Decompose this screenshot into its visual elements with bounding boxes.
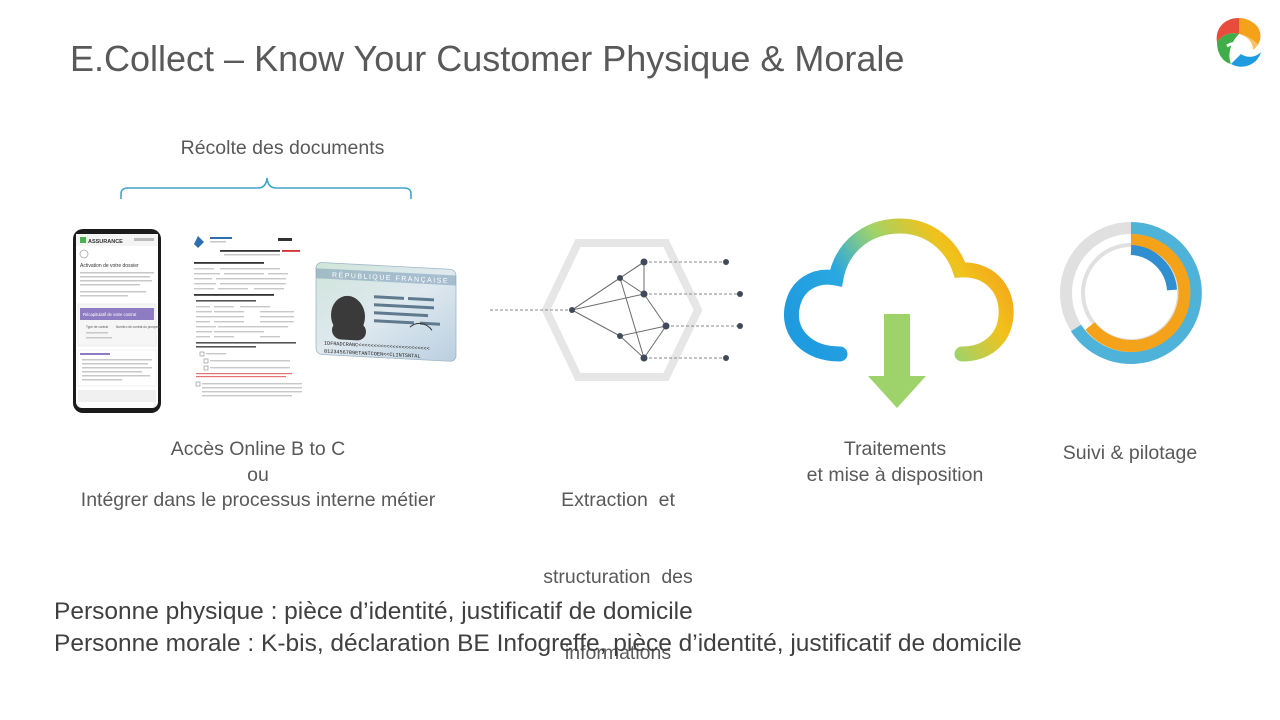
id-card-mrz-2: 0123456789ETANTCOEN<<CLINTSNTAL bbox=[324, 349, 420, 360]
logo-icon bbox=[1216, 18, 1261, 67]
phone-icon: ASSURANCE Activation de votre dossier Ré… bbox=[72, 228, 162, 414]
phone-banner: Récapitulatif de votre contrat bbox=[83, 312, 137, 317]
bottom-line-physique: Personne physique : pièce d’identité, ju… bbox=[54, 598, 693, 625]
bottom-line-morale: Personne morale : K-bis, déclaration BE … bbox=[54, 630, 1022, 657]
step-caption-suivi: Suivi & pilotage bbox=[1062, 442, 1198, 464]
step-caption-traitements: Traitements et mise à disposition bbox=[806, 438, 984, 486]
donut-chart-icon bbox=[1060, 222, 1202, 364]
step-caption-extraction: Extraction et structuration des informat… bbox=[543, 489, 693, 664]
phone-row-label-2: Numéro de contrat du prospect bbox=[116, 325, 160, 329]
phone-heading: Activation de votre dossier bbox=[80, 263, 139, 269]
network-hexagon-icon bbox=[490, 239, 743, 381]
step-caption-access: Accès Online B to C ou Intégrer dans le … bbox=[80, 438, 436, 511]
id-card-mrz-1: IDFRADCRANC<<<<<<<<<<<<<<<<<<<<<<< bbox=[324, 341, 430, 353]
brace-bracket bbox=[120, 177, 412, 199]
form-document-icon bbox=[190, 232, 310, 404]
phone-brand: ASSURANCE bbox=[88, 239, 123, 245]
brace-label: Récolte des documents bbox=[180, 137, 385, 159]
cloud-download-icon bbox=[783, 218, 1014, 408]
id-card-icon: RÉPUBLIQUE FRANÇAISE IDFRADCRANC<<<<<<<<… bbox=[315, 262, 457, 362]
phone-row-label-1: Type de contrat bbox=[86, 325, 108, 329]
page-title: E.Collect – Know Your Customer Physique … bbox=[70, 38, 905, 79]
